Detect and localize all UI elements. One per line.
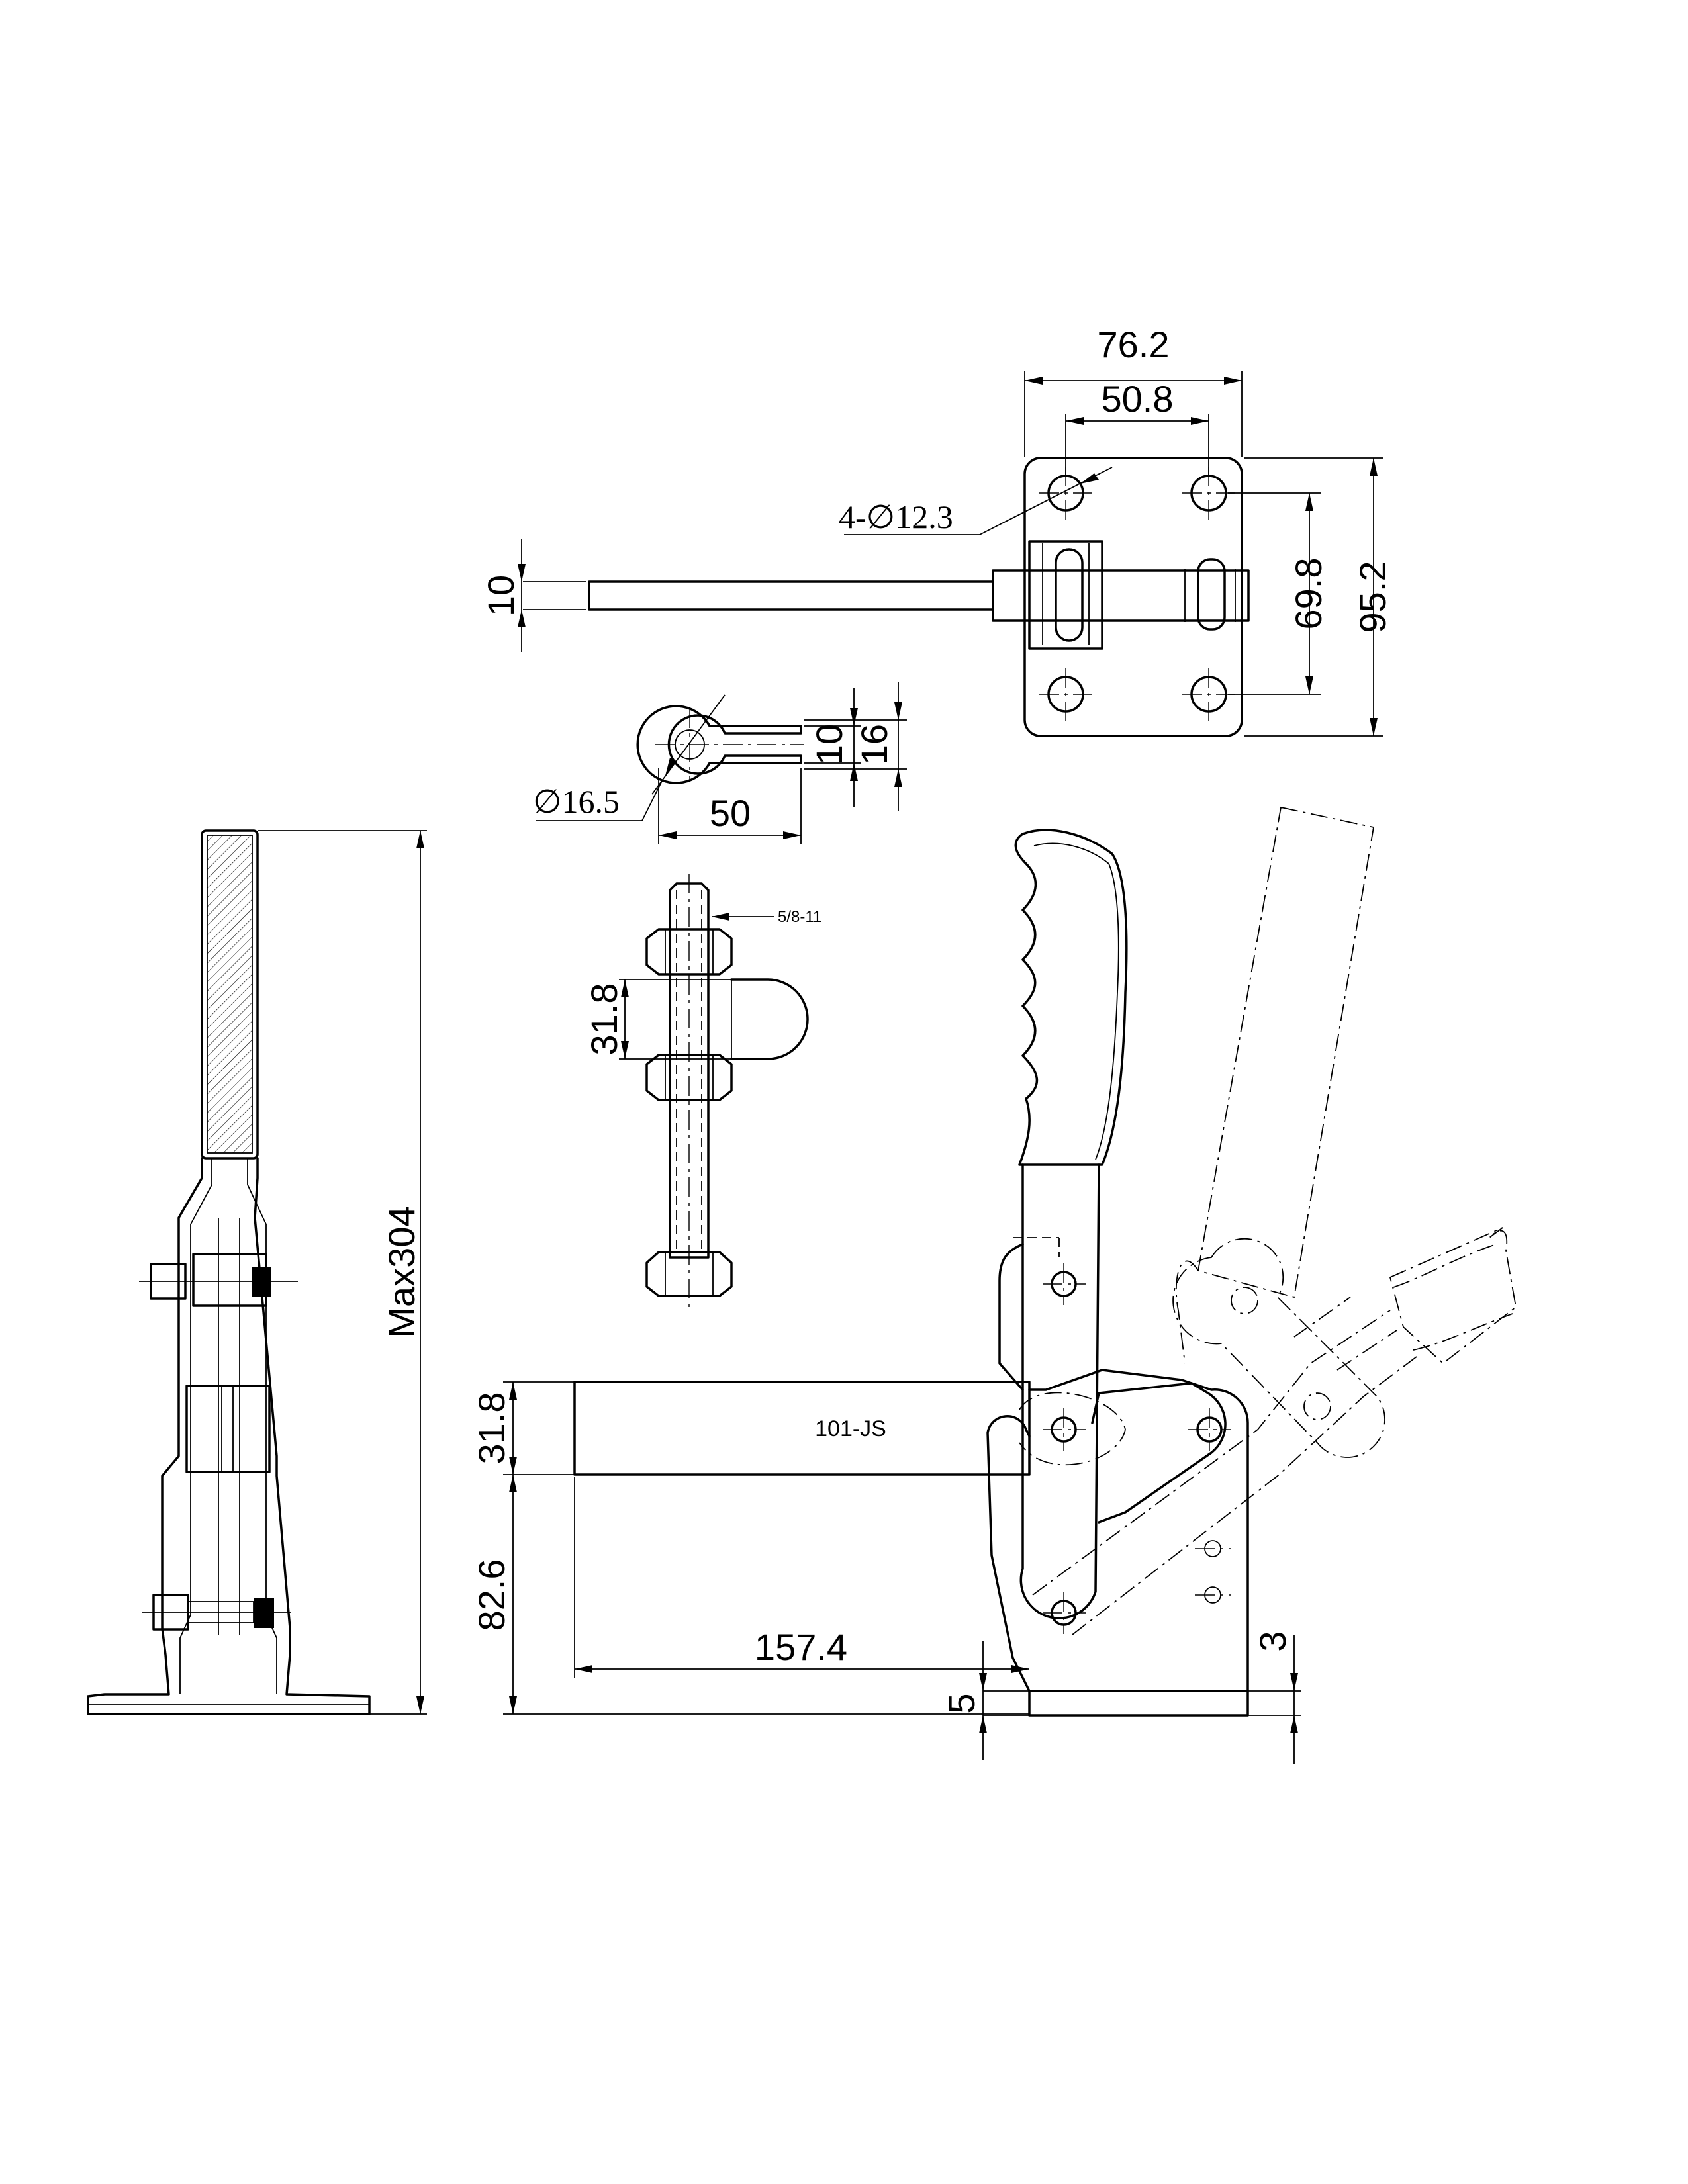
spindle-bar	[573, 1381, 1031, 1476]
dim-holes: 4-∅12.3	[839, 498, 953, 535]
base-plate-outline	[1023, 457, 1243, 737]
dim-spindle-holder: 31.8	[583, 983, 625, 1056]
side-view: Max304	[87, 829, 427, 1715]
dim-clamp-slot: 10	[808, 724, 850, 765]
top-view-dimensions: 76.2 50.8 95.2 69.8 4-∅12.3 10	[480, 324, 1393, 737]
dim-clamp-eye: ∅16.5	[533, 783, 620, 820]
link-arm	[1091, 1382, 1227, 1524]
top-view	[588, 457, 1250, 737]
front-view-dimensions: 31.8 82.6 157.4 5 3	[471, 1381, 1301, 1764]
dim-clamp-height: 16	[853, 724, 895, 765]
handle-lever	[1019, 1163, 1100, 1619]
dim-clamp-arm: 50	[710, 792, 751, 834]
handle-grip-front	[1014, 829, 1128, 1166]
lower-nut	[254, 1598, 274, 1628]
dim-hole-spacing-x: 50.8	[1102, 378, 1174, 420]
dim-reach: 157.4	[755, 1626, 847, 1668]
dim-base-width: 76.2	[1098, 324, 1170, 365]
linkage-block	[992, 569, 1250, 622]
spindle-detail: 5/8-11 31.8	[583, 874, 821, 1307]
hex-nut	[645, 1054, 733, 1101]
body-frame	[87, 1157, 371, 1715]
model-label: 101-JS	[815, 1416, 886, 1441]
thread-label: 5/8-11	[778, 908, 821, 926]
dim-max-height: Max304	[381, 1206, 422, 1338]
handle-lock-tab	[998, 1243, 1024, 1391]
dim-pivot-height: 82.6	[471, 1559, 512, 1631]
clamp-bar	[588, 580, 994, 611]
clamp-eye	[636, 705, 802, 784]
dim-base-length: 95.2	[1352, 561, 1393, 633]
open-position-phantom	[1019, 806, 1517, 1635]
dim-base-plate: 3	[1252, 1631, 1293, 1651]
dim-hole-spacing-y: 69.8	[1288, 558, 1329, 630]
spindle-holder	[730, 978, 809, 1060]
pivot-block	[1028, 540, 1103, 650]
front-view: 101-JS	[573, 829, 1249, 1717]
dim-bar-height: 31.8	[471, 1392, 512, 1465]
hex-nut	[645, 928, 733, 976]
side-body-block	[185, 1385, 271, 1473]
clamp-detail: ∅16.5 50 10 16	[533, 682, 907, 844]
dim-bar-thickness: 10	[480, 575, 522, 616]
handle-grip	[201, 829, 259, 1160]
pivot-nut	[252, 1267, 271, 1297]
body-main	[1028, 1369, 1249, 1692]
spindle-shaft	[669, 882, 710, 1259]
base-plate	[1028, 1690, 1249, 1717]
spindle-foot	[645, 1251, 733, 1297]
dim-base-gap: 5	[941, 1693, 982, 1713]
